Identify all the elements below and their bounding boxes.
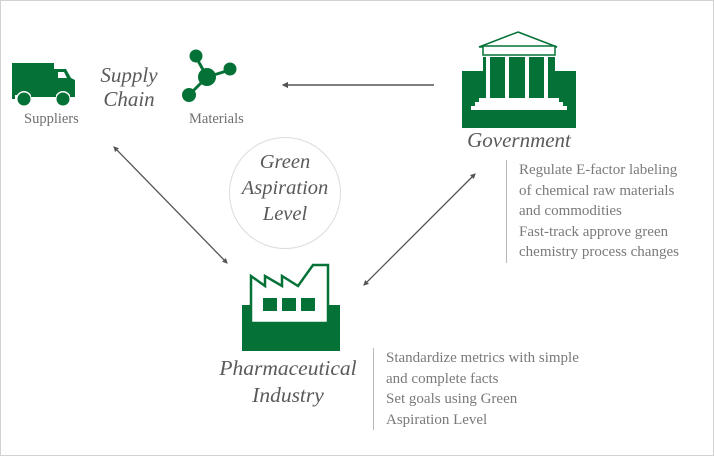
industry-note-line: Set goals using Green [386,391,518,407]
government-building-icon [462,31,576,128]
government-note-line: Fast-track approve green [519,223,669,240]
supply-chain-title: Supply Chain [87,63,171,111]
materials-label: Materials [189,111,244,127]
government-note-line: and commodities [519,203,622,219]
industry-title-line: Industry [252,383,324,407]
government-note-line: chemistry process changes [519,244,679,260]
center-line: Level [262,203,308,225]
supply-chain-title-line: Chain [103,87,155,111]
supply-chain-title-line: Supply [100,63,158,87]
industry-note-line: and complete facts [386,370,499,387]
industry-notes: Standardize metrics with simple and comp… [373,348,579,430]
green-aspiration-label: Green Aspiration Level [229,149,341,227]
industry-note-line: Aspiration Level [386,411,488,428]
government-note-line: Regulate E-factor labeling [519,162,678,178]
government-title: Government [467,128,571,152]
industry-title-line: Pharmaceutical [219,356,357,380]
arrow-government-industry [363,173,476,286]
center-line: Green [259,151,311,173]
industry-title: Pharmaceutical Industry [207,355,369,409]
arrow-supply-chain-industry [113,146,228,264]
molecule-icon [182,49,237,102]
green-aspiration-circle [229,137,341,249]
suppliers-label: Suppliers [24,111,79,127]
truck-icon [12,63,75,107]
center-line: Aspiration [241,177,329,199]
government-note-line: of chemical raw materials [519,182,675,199]
industry-note-line: Standardize metrics with simple [386,350,579,366]
factory-icon [242,263,340,351]
government-notes: Regulate E-factor labeling of chemical r… [506,160,679,263]
